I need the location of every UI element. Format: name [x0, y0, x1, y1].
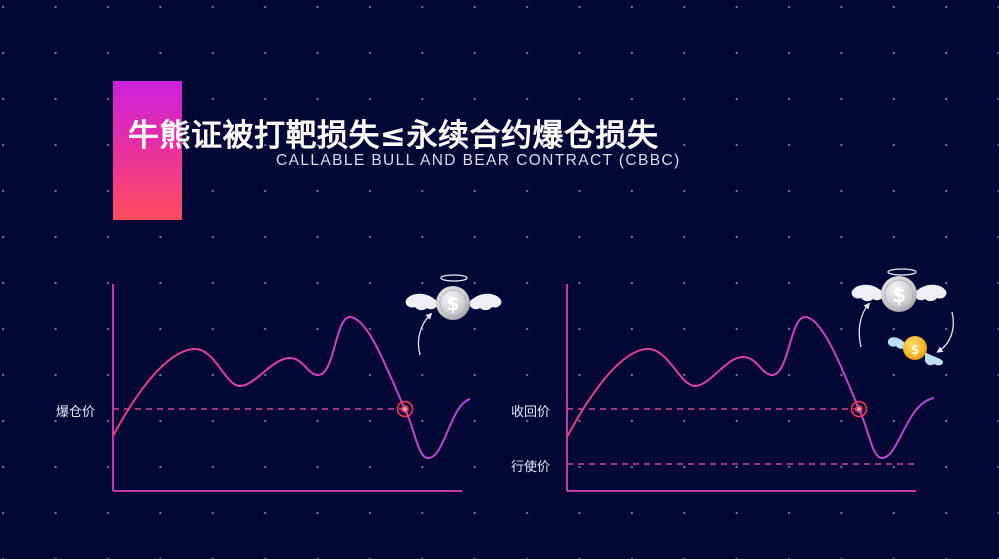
halo-icon — [440, 274, 468, 282]
call-price-label: 收回价 — [511, 405, 551, 420]
price-curve — [566, 315, 935, 460]
silver-coin-with-wings-icon: $ — [851, 268, 947, 312]
liquidation-price-label: 爆仓价 — [56, 405, 96, 420]
page-title: 牛熊证被打靶损失≤永续合约爆仓损失 — [128, 118, 659, 154]
halo-icon — [887, 268, 917, 276]
svg-text:$: $ — [446, 293, 459, 315]
strike-price-label: 行使价 — [511, 460, 551, 475]
gold-coin-with-wings-icon: $ — [887, 336, 943, 366]
accent-gradient-bar — [113, 81, 182, 220]
arrow-down-icon — [936, 311, 954, 353]
right-diagram: $ $ — [566, 268, 954, 492]
svg-text:$: $ — [910, 343, 919, 358]
silver-coin-with-wings-icon: $ — [405, 274, 502, 320]
left-diagram: $ — [112, 274, 502, 492]
svg-text:$: $ — [892, 283, 906, 307]
liquidation-marker-ring — [396, 400, 414, 418]
liquidation-marker — [400, 404, 410, 414]
page-subtitle: CALLABLE BULL AND BEAR CONTRACT (CBBC) — [276, 152, 681, 169]
call-marker — [854, 404, 864, 414]
call-marker-ring — [850, 400, 868, 418]
arrow-up-icon — [858, 302, 871, 348]
arrow-up-icon — [417, 312, 433, 356]
price-curve — [112, 315, 471, 460]
